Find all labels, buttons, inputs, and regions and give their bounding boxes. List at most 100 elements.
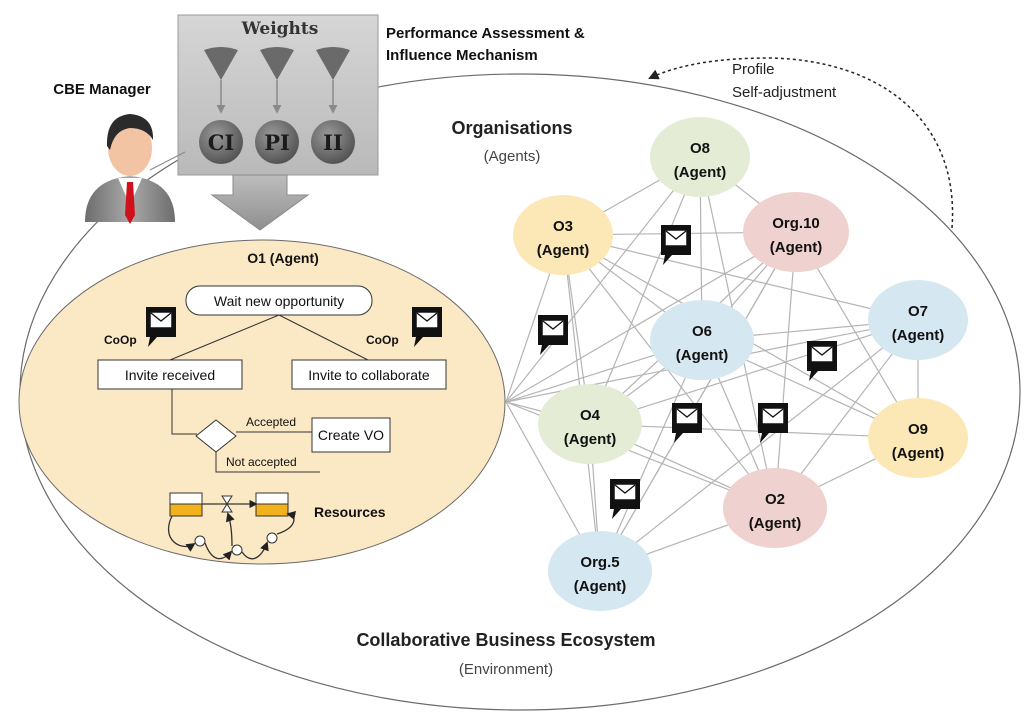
agent-ellipse [868, 280, 968, 360]
cbe-manager-avatar-icon [85, 114, 175, 224]
branch-line-right [278, 314, 369, 361]
organisations-subtitle: (Agents) [484, 148, 541, 165]
network-link [562, 234, 919, 321]
decision-path [171, 389, 197, 435]
invite-collaborate-label: Invite to collaborate [308, 367, 430, 383]
wait-opportunity-label: Wait new opportunity [214, 293, 344, 309]
weight-pi: PI [255, 47, 299, 164]
network-link [505, 231, 797, 403]
agent-name: O9 [908, 421, 928, 438]
message-envelope-icon [672, 403, 702, 443]
message-envelope-icon [661, 225, 691, 265]
agent-nodes: O8(Agent) O3 (Agent) Org.10 (Agent) O7 (Agent)… [513, 117, 968, 611]
network-link [599, 231, 797, 572]
agent-name: O6 [692, 323, 712, 340]
create-vo-label: Create VO [318, 427, 384, 443]
network-link [599, 339, 703, 572]
agent-role: (Agent) [564, 431, 617, 448]
not-accepted-label: Not accepted [226, 455, 297, 469]
o1-agent-ellipse [18, 239, 506, 565]
profile-label-line1: Profile [732, 61, 775, 78]
message-envelope-icon [412, 307, 442, 347]
weight-ci: CI [199, 47, 243, 164]
agent-name: O7 [908, 303, 928, 320]
index-label: PI [264, 130, 290, 155]
accepted-label: Accepted [246, 415, 296, 429]
agent-ellipse [650, 300, 754, 380]
profile-label-line2: Self-adjustment [732, 84, 837, 101]
manager-connector [149, 151, 186, 171]
weights-down-arrow [210, 174, 310, 231]
agent-name: O3 [553, 218, 573, 235]
network-link [505, 156, 701, 403]
message-envelope-icon [610, 479, 640, 519]
agent-ellipse [723, 468, 827, 548]
network-link [599, 319, 919, 572]
agent-role: (Agent) [537, 242, 590, 259]
coop-label-left: CoOp [104, 333, 137, 347]
index-ball [255, 120, 299, 164]
index-ball [311, 120, 355, 164]
agent-role: (Agent) [674, 164, 727, 181]
agent-role: (Agent) [770, 239, 823, 256]
agent-o3: O3 (Agent) [513, 195, 613, 275]
cbe-manager-label: CBE Manager [53, 81, 151, 98]
weight-funnel-icon [316, 47, 350, 80]
agent-role: (Agent) [676, 347, 729, 364]
agent-ellipse [538, 384, 642, 464]
weight-ii: II [311, 47, 355, 164]
create-vo-node [311, 417, 391, 453]
coop-label-right: CoOp [366, 333, 399, 347]
message-icons [146, 225, 837, 519]
network-link [774, 231, 797, 509]
branch-line-left [169, 314, 280, 361]
organisations-title: Organisations [451, 118, 572, 138]
profile-adjustment-arrow [648, 57, 954, 229]
agent-ellipse [548, 531, 652, 611]
agent-ellipse [513, 195, 613, 275]
message-envelope-icon [538, 315, 568, 355]
agent-o4: O4 (Agent) [538, 384, 642, 464]
agent-o6: O6 (Agent) [650, 300, 754, 380]
agent-org10: Org.10 (Agent) [743, 192, 849, 272]
agent-name: O2 [765, 491, 785, 508]
agent-role: (Agent) [574, 578, 627, 595]
message-envelope-icon [758, 403, 788, 443]
weight-funnel-icon [204, 47, 238, 80]
network-link [589, 156, 701, 425]
weight-funnel-icon [260, 47, 294, 80]
agent-name: Org.10 [772, 215, 820, 232]
message-envelope-icon [807, 341, 837, 381]
index-label: II [323, 130, 343, 155]
agent-o7: O7 (Agent) [868, 280, 968, 360]
o1-title: O1 (Agent) [247, 250, 319, 266]
index-label: CI [208, 130, 235, 155]
network-link [589, 423, 919, 439]
agent-o9: O9 (Agent) [868, 398, 968, 478]
agent-org5: Org.5 (Agent) [548, 531, 652, 611]
agent-o8: O8(Agent) [650, 117, 750, 197]
agent-role: (Agent) [749, 515, 802, 532]
ecosystem-subtitle: (Environment) [459, 661, 553, 678]
resources-stock-flow-icon [167, 492, 297, 561]
resources-label: Resources [314, 504, 386, 520]
agent-ellipse [868, 398, 968, 478]
agent-o2: O2 (Agent) [723, 468, 827, 548]
weights-title: Weights [241, 19, 319, 39]
agent-role: (Agent) [892, 327, 945, 344]
invite-received-label: Invite received [125, 367, 215, 383]
agent-name: Org.5 [580, 554, 619, 571]
not-accepted-line [215, 452, 320, 473]
mechanism-label-line1: Performance Assessment & [386, 25, 585, 42]
network-link [562, 234, 776, 509]
agent-name: O4 [580, 407, 601, 424]
index-ball [199, 120, 243, 164]
agent-role: (Agent) [892, 445, 945, 462]
agent-ellipse [650, 117, 750, 197]
ecosystem-title: Collaborative Business Ecosystem [356, 630, 655, 650]
invite-collaborate-node [291, 359, 447, 390]
message-envelope-icon [146, 307, 176, 347]
mechanism-label-line2: Influence Mechanism [386, 47, 538, 64]
invite-received-node [97, 359, 243, 390]
